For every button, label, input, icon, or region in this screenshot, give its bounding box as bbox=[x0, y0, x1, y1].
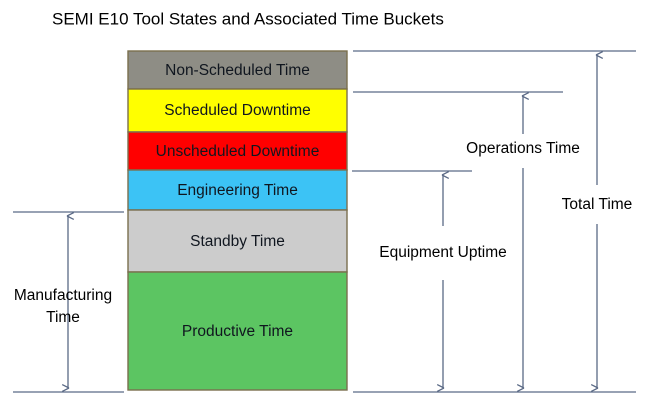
bracket-operations-time: Operations Time bbox=[353, 91, 580, 392]
segment-label-non-scheduled-time: Non-Scheduled Time bbox=[165, 62, 310, 79]
segment-rect-engineering-time bbox=[127, 169, 348, 211]
bar-segment-engineering-time: Engineering Time bbox=[127, 169, 348, 211]
segment-label-productive-time: Productive Time bbox=[182, 323, 293, 340]
segment-rect-productive-time bbox=[127, 271, 348, 391]
segment-label-unscheduled-downtime: Unscheduled Downtime bbox=[156, 143, 320, 160]
bracket-manufacturing-time: Manufacturing Time bbox=[13, 211, 124, 392]
segment-label-scheduled-downtime: Scheduled Downtime bbox=[164, 102, 310, 119]
bracket-label-operations-time: Operations Time bbox=[466, 140, 580, 157]
page-title: SEMI E10 Tool States and Associated Time… bbox=[52, 9, 444, 28]
bar-segment-scheduled-downtime: Scheduled Downtime bbox=[127, 88, 348, 133]
bracket-label-equipment-uptime: Equipment Uptime bbox=[379, 244, 507, 261]
segment-label-engineering-time: Engineering Time bbox=[177, 182, 298, 199]
bracket-label-manufacturing-time-line2: Time bbox=[46, 309, 80, 326]
bar-segment-standby-time: Standby Time bbox=[127, 209, 348, 273]
bar-segment-productive-time: Productive Time bbox=[127, 271, 348, 391]
bar-segment-unscheduled-downtime: Unscheduled Downtime bbox=[127, 131, 348, 171]
segment-rect-unscheduled-downtime bbox=[127, 131, 348, 171]
bracket-equipment-uptime: Equipment Uptime bbox=[352, 170, 507, 392]
segment-rect-scheduled-downtime bbox=[127, 88, 348, 133]
bracket-label-total-time: Total Time bbox=[562, 196, 633, 213]
bracket-total-time: Total Time bbox=[353, 50, 636, 392]
stacked-bar: Non-Scheduled Time Scheduled Downtime Un… bbox=[127, 50, 348, 391]
bar-segment-non-scheduled-time: Non-Scheduled Time bbox=[127, 50, 348, 90]
bracket-label-manufacturing-time-line1: Manufacturing bbox=[14, 287, 112, 304]
segment-label-standby-time: Standby Time bbox=[190, 233, 285, 250]
segment-rect-non-scheduled-time bbox=[127, 50, 348, 90]
